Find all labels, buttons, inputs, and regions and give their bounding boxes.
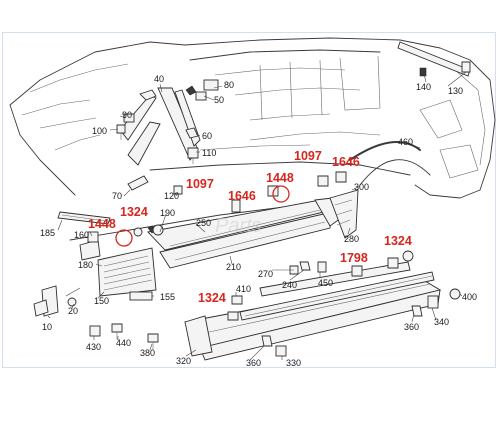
lower-rocker-panel: [184, 261, 442, 361]
spring-70: [127, 175, 149, 191]
front-sill-panel: [57, 211, 157, 297]
part-label: 155: [160, 292, 175, 302]
part-label: 210: [226, 262, 241, 272]
part-number-labels: 40 80 50 90 100 60 110 70 120 190 250 16…: [40, 74, 477, 368]
red-callouts: 1097 1646 1448 1097 1646 1448 1324 1324 …: [88, 149, 412, 305]
part-label: 185: [40, 228, 55, 238]
part-label: 120: [164, 191, 179, 201]
part-label: 460: [398, 137, 413, 147]
bracket-10: [33, 285, 59, 317]
strip-155: [129, 291, 153, 301]
callout-number: 1097: [294, 149, 322, 163]
part-label: 440: [116, 338, 131, 348]
clip-80: [185, 79, 219, 101]
callout-number: 1097: [186, 177, 214, 191]
part-label: 190: [160, 208, 175, 218]
callout-number: 1448: [266, 171, 294, 185]
part-label: 70: [112, 191, 122, 201]
car-body-outline: [9, 37, 496, 241]
part-label: 160: [74, 230, 89, 240]
screws-90-100: [116, 113, 135, 140]
part-label: 90: [122, 110, 132, 120]
callout-number: 1646: [228, 189, 256, 203]
part-label: 110: [202, 148, 216, 158]
part-label: 450: [318, 278, 333, 288]
watermark: Parts: [215, 215, 262, 237]
wheel-arch-strip-460: [349, 141, 421, 161]
part-label: 140: [416, 82, 431, 92]
part-label: 300: [354, 182, 369, 192]
part-label: 150: [94, 296, 109, 306]
part-label: 360: [246, 358, 261, 368]
door-side-moulding: [147, 189, 359, 269]
part-label: 180: [78, 260, 93, 270]
part-label: 320: [176, 356, 191, 366]
callout-number: 1448: [88, 217, 116, 231]
part-label: 280: [344, 234, 359, 244]
part-label: 330: [286, 358, 301, 368]
part-label: 250: [196, 218, 211, 228]
part-label: 40: [154, 74, 164, 84]
callout-number: 1324: [198, 291, 226, 305]
part-label: 270: [258, 269, 273, 279]
clips-430-440: [89, 323, 159, 350]
callout-number: 1646: [332, 155, 360, 169]
part-label: 360: [404, 322, 419, 332]
part-label: 60: [202, 131, 212, 141]
part-label: 100: [92, 126, 107, 136]
part-label: 50: [214, 95, 224, 105]
part-label: 20: [68, 306, 78, 316]
fasteners-mid: [133, 171, 399, 321]
part-label: 340: [434, 317, 449, 327]
part-label: 430: [86, 342, 101, 352]
rivet-20: [65, 287, 81, 307]
rear-trim-130: [397, 41, 471, 77]
part-label: 130: [448, 86, 463, 96]
highlight-rings: [115, 185, 290, 247]
callout-number: 1324: [120, 205, 148, 219]
part-label: 10: [42, 322, 52, 332]
clips-60-110: [185, 127, 199, 164]
part-label: 410: [236, 284, 251, 294]
bottom-margin: [0, 369, 500, 427]
top-margin: [0, 0, 500, 32]
part-label: 380: [140, 348, 155, 358]
part-label: 400: [462, 292, 477, 302]
callout-number: 1324: [384, 234, 412, 248]
part-label: 240: [282, 280, 297, 290]
part-label: 80: [224, 80, 234, 90]
leader-lines: [47, 71, 467, 361]
callout-number: 1798: [340, 251, 368, 265]
